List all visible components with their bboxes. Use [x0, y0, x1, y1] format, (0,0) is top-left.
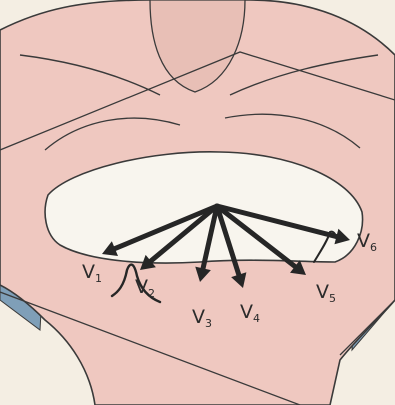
precordial-leads-diagram: V1 V2 V3 V4 V5 V6 — [0, 0, 395, 405]
